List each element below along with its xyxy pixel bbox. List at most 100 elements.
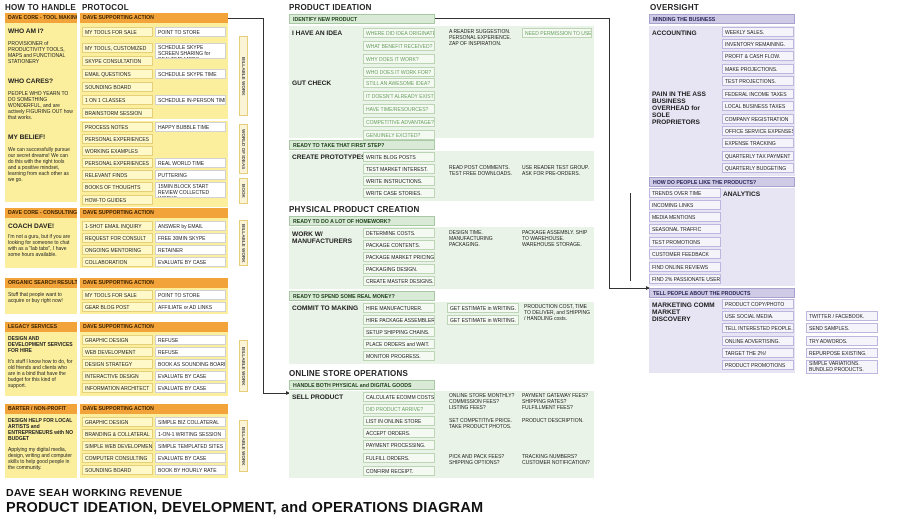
accounting-task: INVENTORY REMAINING. (722, 39, 794, 49)
legacy-text: It's stuff I know how to do, for old fri… (8, 359, 73, 389)
prototype-step: TEST MARKET INTEREST. (363, 164, 435, 174)
protocol-response: EVALUATE BY CASE (155, 453, 226, 463)
prototype-note: USE READER TEST GROUP. ASK FOR PRE-ORDER… (522, 165, 589, 177)
commit-step: SETUP SHIPPING CHAINS. (363, 327, 435, 337)
consulting-bar: DAVE CORE - CONSULTING (5, 208, 77, 218)
protocol-response: SCHEDULE SKYPE SCREEN SHARING for REALTI… (155, 43, 226, 59)
protocol-group-6: DAVE SUPPORTING ACTION GRAPHIC DESIGN SI… (80, 404, 228, 478)
protocol-action: WEB DEVELOPMENT (82, 347, 153, 357)
protocol-action: MY TOOLS, CUSTOMIZED (82, 43, 153, 53)
marketing-task: USE SOCIAL MEDIA. (722, 311, 794, 321)
protocol-action: INFORMATION ARCHITECT (82, 383, 153, 393)
protocol-response: EVALUATE BY CASE (155, 371, 226, 381)
marketing-task: PRODUCT COPY/PHOTO (722, 299, 794, 309)
protocol-response: REFUSE (155, 347, 226, 357)
header-oversight: OVERSIGHT (650, 3, 699, 12)
analytics-task: FIND 2% PASSIONATE USERS (649, 274, 721, 284)
consulting-text: I'm not a guru, but if you are looking f… (8, 234, 71, 258)
analytics-heading: ANALYTICS (723, 191, 761, 198)
overhead-task: LOCAL BUSINESS TAXES (722, 101, 794, 111)
protocol-g6-bar: DAVE SUPPORTING ACTION (80, 404, 228, 414)
analytics-task: FIND ONLINE REVIEWS (649, 262, 721, 272)
idea-origin-note: A READER SUGGESTION. PERSONAL EXPERIENCE… (449, 29, 512, 47)
protocol-action: SOUNDING BOARD (82, 82, 153, 92)
analytics-task: INCOMING LINKS (649, 200, 721, 210)
overhead-task: FEDERAL INCOME TAXES (722, 89, 794, 99)
protocol-g3-bar: DAVE SUPPORTING ACTION (80, 208, 228, 218)
idea-permission-note: NEED PERMISSION TO USE? (522, 28, 592, 38)
protocol-response: SCHEDULE IN-PERSON TIME (155, 95, 226, 105)
commit-step: PLACE ORDERS and WAIT. (363, 339, 435, 349)
protocol-response: PUTTERING (155, 170, 226, 180)
protocol-action: SOUNDING BOARD (82, 465, 153, 475)
protocol-action: BRANDING & COLLATERAL (82, 429, 153, 439)
arrow-icon (286, 391, 290, 395)
commit-step: MONITOR PROGRESS. (363, 351, 435, 361)
organic-search-text: Stuff that people want to acquire or buy… (8, 292, 63, 304)
protocol-action: PERSONAL EXPERIENCES (82, 158, 153, 168)
barter-panel: BARTER / NON-PROFIT DESIGN HELP FOR LOCA… (5, 404, 77, 478)
commit-step: HIRE PACKAGE ASSEMBLERS. (363, 315, 435, 325)
connector-line (228, 18, 263, 19)
billable-work-tab: BILLABLE WORK (239, 220, 248, 266)
overhead-task: OFFICE SERVICE EXPENSES (722, 126, 794, 136)
overhead-task: EXPENSE TRACKING (722, 138, 794, 148)
listing-note: PRODUCT DESCRIPTION. (522, 418, 584, 424)
protocol-response: SIMPLE TEMPLATED SITES (155, 441, 226, 451)
protocol-response: EVALUATE BY CASE (155, 257, 226, 267)
manufacturing-note: DESIGN TIME. MANUFACTURING PACKAGING. (449, 230, 493, 248)
protocol-action: PROCESS NOTES (82, 122, 153, 132)
ecomm-cost-note: PAYMENT GATEWAY FEES? SHIPPING RATES? FU… (522, 393, 588, 411)
protocol-action: 1 ON 1 CLASSES (82, 95, 153, 105)
sell-step: ACCEPT ORDERS. (363, 428, 435, 438)
protocol-action: SIMPLE WEB DEVELOPMENT (82, 441, 153, 451)
legacy-panel: LEGACY SERVICES DESIGN AND DEVELOPMENT S… (5, 322, 77, 396)
accounting-task: MAKE PROJECTIONS. (722, 64, 794, 74)
protocol-action: HOW-TO GUIDES (82, 195, 153, 205)
marketing-task: TELL INTERESTED PEOPLE. (722, 323, 794, 333)
protocol-action: BRAINSTORM SESSION (82, 108, 153, 118)
marketing-task: ONLINE ADVERTISING. (722, 336, 794, 346)
manufacturing-step: CREATE MASTER DESIGNS. (363, 276, 435, 286)
connector-line (263, 18, 264, 393)
header-how-to-handle: HOW TO HANDLE (5, 3, 76, 12)
commit-panel: COMMIT TO MAKING HIRE MANUFACTURER. HIRE… (289, 302, 594, 364)
marketing-note: SEND SAMPLES. (806, 323, 878, 333)
barter-text: Applying my digital media, design, writi… (8, 447, 72, 471)
legacy-bar: LEGACY SERVICES (5, 322, 77, 332)
sell-step: LIST IN ONLINE STORE (363, 416, 435, 426)
manufacturers-heading: WORK W/ MANUFACTURERS (292, 231, 353, 245)
overhead-heading: PAIN IN THE ASS BUSINESS OVERHEAD for SO… (652, 91, 706, 126)
billable-work-tab: BILLABLE WORK (239, 420, 248, 472)
protocol-g5-bar: DAVE SUPPORTING ACTION (80, 322, 228, 332)
overhead-task: QUARTERLY TAX PAYMENT (722, 151, 794, 161)
protocol-action: BOOKS OF THOUGHTS (82, 182, 153, 192)
identify-new-product-bar: IDENTIFY NEW PRODUCT (289, 14, 435, 24)
barter-bar: BARTER / NON-PROFIT (5, 404, 77, 414)
protocol-response: FREE 30MIN SKYPE (155, 233, 226, 243)
protocol-group-4: DAVE SUPPORTING ACTION MY TOOLS FOR SALE… (80, 278, 228, 314)
gut-question: HAVE TIME/RESOURCES? (363, 104, 435, 114)
protocol-response: BOOK AS SOUNDING BOARD (155, 359, 226, 369)
protocol-group-5: DAVE SUPPORTING ACTION GRAPHIC DESIGN RE… (80, 322, 228, 396)
sell-step: PAYMENT PROCESSING. (363, 440, 435, 450)
manufacturing-step: PACKAGING DESIGN. (363, 264, 435, 274)
protocol-g4-bar: DAVE SUPPORTING ACTION (80, 278, 228, 288)
manufacturing-step: PACKAGE MARKET PRICING. (363, 252, 435, 262)
marketing-note: TWITTER / FACEBOOK. (806, 311, 878, 321)
connector-line (609, 18, 610, 288)
billable-work-tab: BILLABLE WORK (239, 340, 248, 392)
connector-line (263, 393, 289, 394)
marketing-panel: MARKETING COMM MARKET DISCOVERY PRODUCT … (649, 299, 795, 373)
tell-people-bar: TELL PEOPLE ABOUT THE PRODUCTS (649, 288, 795, 298)
prototype-note: READ POST COMMENTS. TEST FREE DOWNLOADS. (449, 165, 512, 177)
coach-dave-heading: COACH DAVE! (8, 223, 55, 230)
analytics-task: MEDIA MENTIONS (649, 212, 721, 222)
overhead-task: COMPANY REGISTRATION (722, 114, 794, 124)
marketing-note: SIMPLE VARIATIONS. BUNDLED PRODUCTS. (806, 360, 878, 374)
homework-bar: READY TO DO A LOT OF HOMEWORK? (289, 216, 435, 226)
protocol-action: GEAR BLOG POST (82, 302, 153, 312)
ready-first-step-bar: READY TO TAKE THAT FIRST STEP? (289, 140, 435, 150)
accounting-panel: ACCOUNTING WEEKLY SALES. INVENTORY REMAI… (649, 26, 795, 176)
commit-cost-note: PRODUCTION COST, TIME TO DELIVER, and SH… (524, 304, 591, 322)
